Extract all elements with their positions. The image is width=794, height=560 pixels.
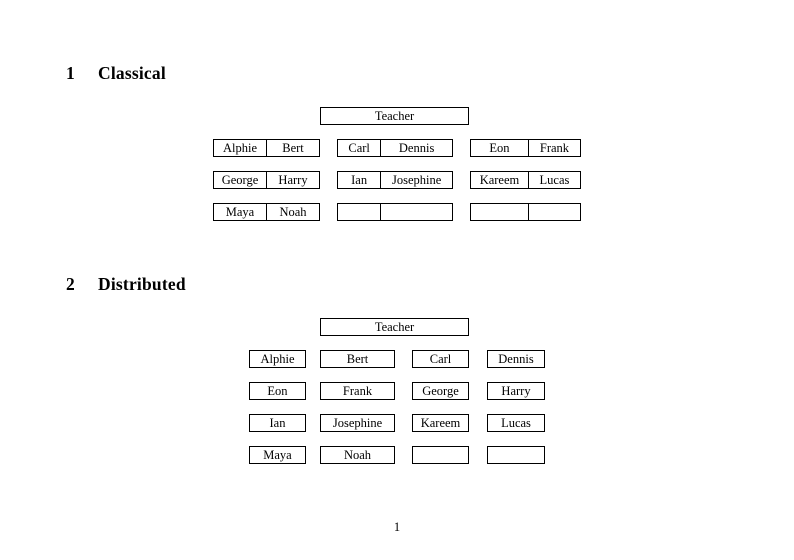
student-cell[interactable]: Ian <box>351 173 368 187</box>
student-box[interactable]: Alphie <box>249 350 306 368</box>
student-pair-row[interactable] <box>470 203 581 221</box>
student-cell[interactable]: Bert <box>266 140 319 156</box>
section-title: Classical <box>98 63 166 83</box>
section-number: 2 <box>66 274 75 294</box>
student-box[interactable]: Maya <box>249 446 306 464</box>
teacher-box-classical[interactable]: Teacher <box>320 107 469 125</box>
student-box[interactable]: George <box>412 382 469 400</box>
student-cell[interactable]: Harry <box>266 172 319 188</box>
student-cell[interactable] <box>380 204 452 220</box>
student-box[interactable]: Frank <box>320 382 395 400</box>
student-cell[interactable]: Kareem <box>479 173 520 187</box>
section-heading-classical: 1 Classical <box>66 63 166 83</box>
student-box[interactable]: Noah <box>320 446 395 464</box>
student-cell[interactable]: Noah <box>266 204 319 220</box>
student-box[interactable]: Josephine <box>320 414 395 432</box>
student-pair-row[interactable]: Eon Frank <box>470 139 581 157</box>
student-cell[interactable]: Alphie <box>222 141 258 155</box>
student-cell[interactable]: Dennis <box>380 140 452 156</box>
student-cell[interactable]: Carl <box>348 141 370 155</box>
student-pair-row[interactable]: Kareem Lucas <box>470 171 581 189</box>
student-box[interactable]: Ian <box>249 414 306 432</box>
student-cell[interactable]: Josephine <box>380 172 452 188</box>
student-pair-row[interactable]: George Harry <box>213 171 320 189</box>
student-cell[interactable]: Maya <box>225 205 255 219</box>
section-title: Distributed <box>98 274 186 294</box>
section-number: 1 <box>66 63 75 83</box>
student-box[interactable]: Eon <box>249 382 306 400</box>
student-pair-row[interactable] <box>337 203 453 221</box>
student-cell[interactable] <box>338 204 380 220</box>
section-heading-distributed: 2 Distributed <box>66 274 186 294</box>
student-box[interactable]: Harry <box>487 382 545 400</box>
student-box[interactable] <box>412 446 469 464</box>
teacher-box-distributed[interactable]: Teacher <box>320 318 469 336</box>
page-number: 1 <box>393 520 401 534</box>
student-box[interactable]: Carl <box>412 350 469 368</box>
student-cell[interactable]: Frank <box>527 140 580 156</box>
student-box[interactable]: Bert <box>320 350 395 368</box>
student-cell[interactable]: George <box>221 173 259 187</box>
student-pair-row[interactable]: Carl Dennis <box>337 139 453 157</box>
student-box[interactable]: Kareem <box>412 414 469 432</box>
student-pair-row[interactable]: Ian Josephine <box>337 171 453 189</box>
student-cell[interactable] <box>471 204 528 220</box>
student-pair-row[interactable]: Maya Noah <box>213 203 320 221</box>
student-cell[interactable] <box>527 204 580 220</box>
student-cell[interactable]: Lucas <box>527 172 580 188</box>
student-box[interactable] <box>487 446 545 464</box>
student-box[interactable]: Dennis <box>487 350 545 368</box>
student-pair-row[interactable]: Alphie Bert <box>213 139 320 157</box>
student-box[interactable]: Lucas <box>487 414 545 432</box>
student-cell[interactable]: Eon <box>489 141 510 155</box>
